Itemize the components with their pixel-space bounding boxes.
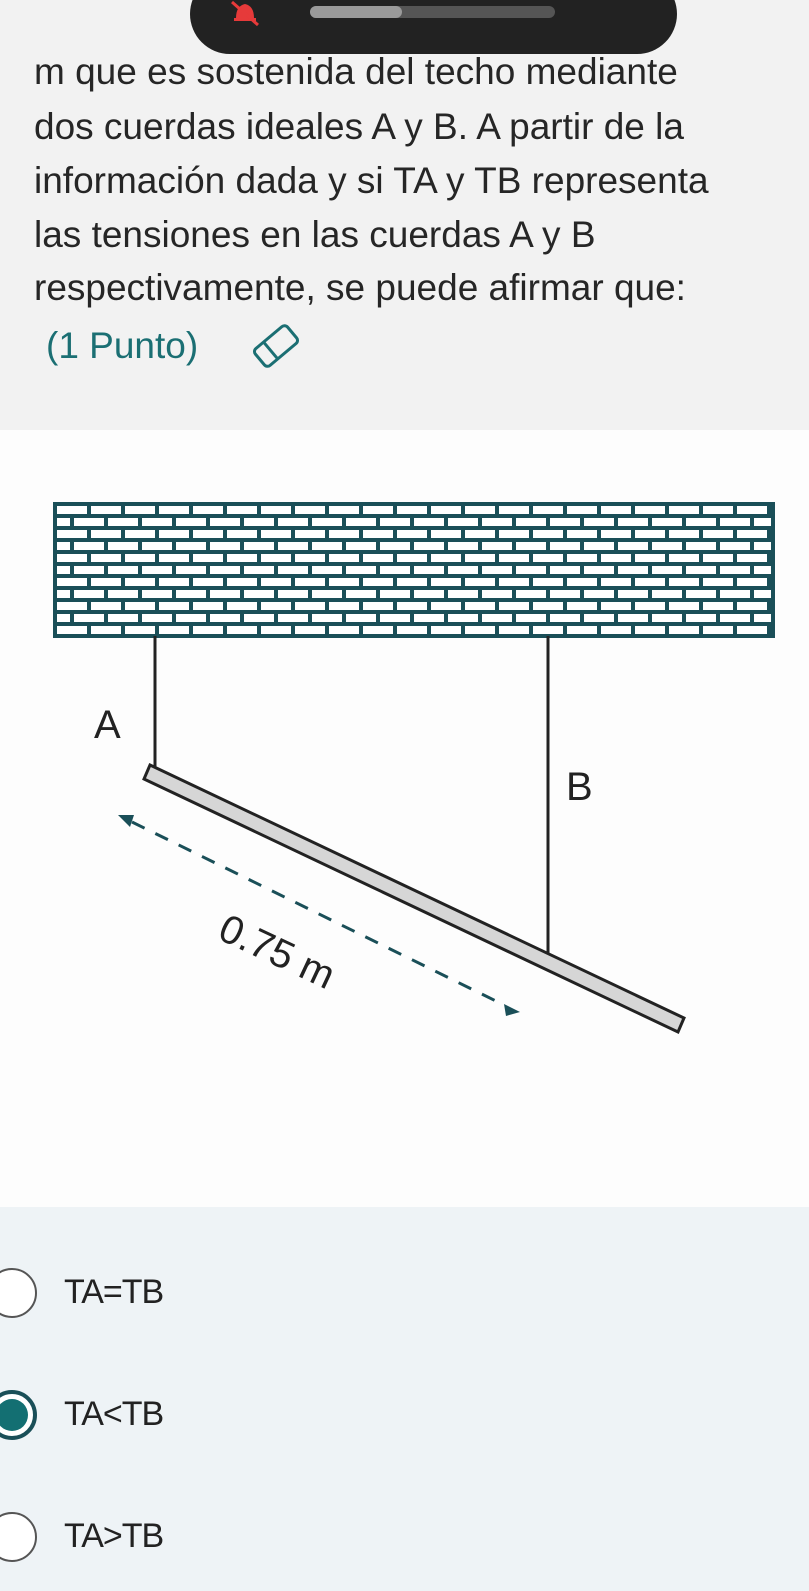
question-line-3: información dada y si TA y TB representa bbox=[34, 160, 709, 201]
radio-button[interactable] bbox=[0, 1512, 37, 1562]
eraser-icon[interactable] bbox=[250, 322, 302, 375]
option-label: TA<TB bbox=[64, 1395, 164, 1433]
question-line-2: dos cuerdas ideales A y B. A partir de l… bbox=[34, 106, 684, 147]
length-label: 0.75 m bbox=[212, 906, 341, 998]
rod-diagram: A B 0.75 m bbox=[53, 502, 775, 1035]
radio-button-selected[interactable] bbox=[0, 1390, 37, 1440]
muted-bell-icon bbox=[228, 0, 262, 33]
option-ta-greater-tb[interactable]: TA>TB bbox=[0, 1497, 500, 1567]
question-line-5: respectivamente, se puede afirmar que: bbox=[34, 267, 686, 308]
progress-fill bbox=[310, 6, 402, 18]
option-ta-equals-tb[interactable]: TA=TB bbox=[0, 1253, 500, 1323]
points-label: (1 Punto) bbox=[46, 325, 199, 366]
length-arrow bbox=[118, 815, 520, 1016]
answer-options: TA=TB TA<TB TA>TB bbox=[0, 1207, 809, 1591]
option-ta-less-tb[interactable]: TA<TB bbox=[0, 1375, 500, 1445]
option-label: TA=TB bbox=[64, 1273, 164, 1311]
ceiling-wall bbox=[53, 502, 775, 638]
question-block: m que es sostenida del techo mediante do… bbox=[0, 0, 809, 430]
label-b: B bbox=[566, 765, 593, 809]
dynamic-island bbox=[190, 0, 677, 54]
question-line-4: las tensiones en las cuerdas A y B bbox=[34, 214, 596, 255]
label-a: A bbox=[94, 703, 121, 747]
question-figure: A B 0.75 m bbox=[0, 430, 809, 1207]
option-label: TA>TB bbox=[64, 1517, 164, 1555]
rod-body bbox=[142, 762, 686, 1035]
question-line-1: m que es sostenida del techo mediante bbox=[34, 51, 678, 92]
radio-button[interactable] bbox=[0, 1268, 37, 1318]
